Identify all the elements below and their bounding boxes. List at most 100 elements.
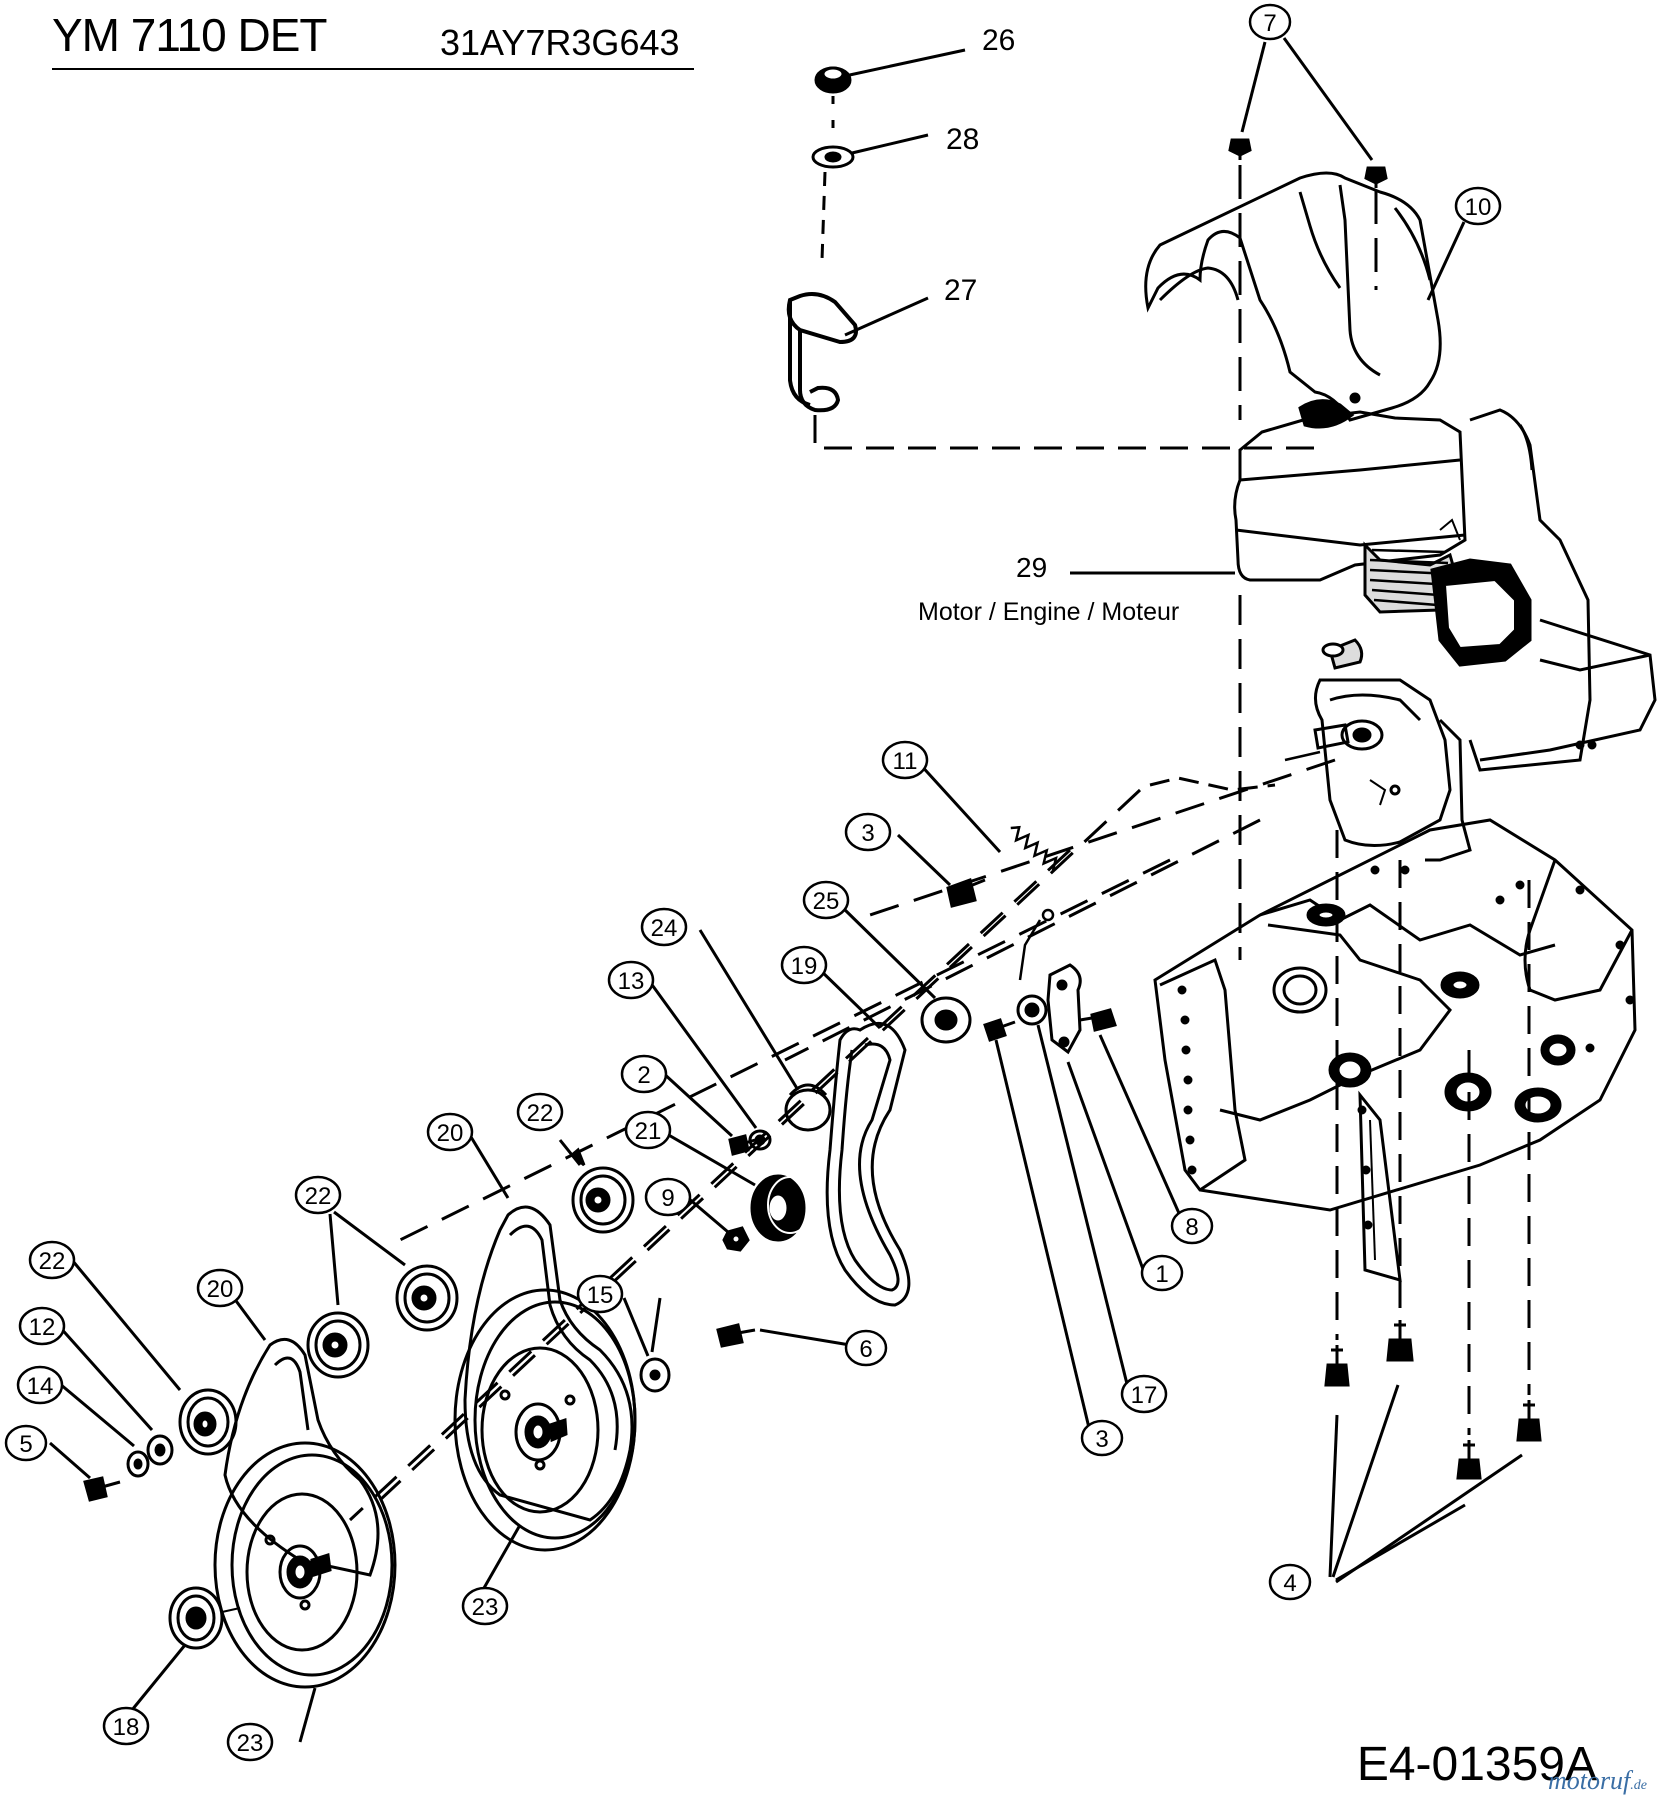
pulley-half-22-mid-right <box>395 1264 459 1332</box>
leader-17 <box>1036 1024 1130 1389</box>
callout-1: 1 <box>1140 1254 1184 1292</box>
callout-20-upper: 20 <box>426 1112 474 1152</box>
bolt-5 <box>83 1476 121 1502</box>
svg-text:13: 13 <box>618 968 645 995</box>
bolt-3-upper <box>946 878 986 908</box>
svg-text:18: 18 <box>113 1714 140 1741</box>
callout-15: 15 <box>576 1274 624 1314</box>
watermark-logo: motoruf.de <box>1548 1766 1647 1796</box>
leader-24 <box>698 929 800 1091</box>
svg-text:14: 14 <box>27 1373 54 1400</box>
leader-1 <box>1066 1061 1146 1273</box>
svg-text:2: 2 <box>637 1062 650 1089</box>
leader-7a <box>1240 41 1267 133</box>
svg-text:1: 1 <box>1155 1261 1168 1288</box>
engine-29 <box>1233 392 1657 862</box>
washer-14 <box>126 1450 150 1478</box>
svg-text:9: 9 <box>661 1185 674 1212</box>
idler-bracket-1 <box>1046 963 1082 1055</box>
d-handle-27 <box>786 292 858 413</box>
leader-25 <box>840 905 937 1000</box>
leader-27 <box>844 296 929 337</box>
svg-text:3: 3 <box>1095 1426 1108 1453</box>
callout-4: 4 <box>1268 1563 1312 1601</box>
leader-23-lower <box>298 1687 317 1743</box>
leader-28 <box>851 133 929 155</box>
svg-text:17: 17 <box>1131 1382 1158 1409</box>
pulley-23-middle <box>453 1288 637 1552</box>
callout-18: 18 <box>102 1706 150 1746</box>
leader-5 <box>49 1441 91 1480</box>
bolts-4 <box>1324 1320 1542 1480</box>
nut-26 <box>814 66 852 94</box>
leader-10 <box>1426 221 1466 301</box>
svg-text:3: 3 <box>861 820 874 847</box>
callout-9: 9 <box>644 1177 692 1217</box>
callout-3-upper: 3 <box>844 812 892 852</box>
callout-12: 12 <box>18 1306 66 1346</box>
svg-text:21: 21 <box>635 1118 662 1145</box>
bolt-8 <box>1079 1008 1117 1032</box>
callout-11: 11 <box>881 740 929 780</box>
leader-21 <box>659 1128 756 1187</box>
callout-23-lower: 23 <box>226 1722 274 1762</box>
leader-9 <box>687 1196 729 1234</box>
leader-18 <box>130 1644 187 1711</box>
leader-15b <box>650 1297 662 1353</box>
leader-13 <box>648 981 758 1129</box>
callout-22-mid: 22 <box>294 1175 342 1215</box>
pulley-half-22-upper <box>571 1166 635 1234</box>
leader-4 <box>1328 1384 1523 1584</box>
watermark-tld: .de <box>1630 1778 1647 1793</box>
leader-20-upper <box>466 1131 510 1199</box>
callout-19: 19 <box>780 945 828 985</box>
axis-4 <box>1335 830 1531 1435</box>
belt-20-upper <box>463 1205 634 1522</box>
leader-3-lower <box>994 1039 1092 1433</box>
diagram-id: E4-01359A <box>1356 1738 1597 1791</box>
hub-18 <box>168 1586 241 1650</box>
pulley-23-lower <box>213 1441 397 1689</box>
watermark-main: motoruf <box>1547 1766 1631 1795</box>
pulley-21 <box>750 1174 813 1242</box>
svg-text:22: 22 <box>39 1248 66 1275</box>
callout-24: 24 <box>640 907 688 947</box>
callout-6: 6 <box>844 1329 888 1367</box>
callout-13: 13 <box>607 960 655 1000</box>
callout-2: 2 <box>620 1054 668 1094</box>
bolt-7-left <box>1228 138 1252 160</box>
washer-12 <box>146 1434 174 1466</box>
leader-12 <box>56 1323 154 1432</box>
leader-8 <box>1098 1034 1184 1221</box>
serial-number: 31AY7R3G643 <box>440 22 680 63</box>
leader-22-mid-a <box>328 1213 340 1306</box>
pulley-half-22-mid-left <box>306 1311 370 1379</box>
screw-2 <box>728 1134 756 1156</box>
axis-28-27 <box>820 171 827 261</box>
idler-pulley-25 <box>920 996 972 1044</box>
engine-label: Motor / Engine / Moteur <box>918 598 1180 626</box>
leader-22-mid-b <box>333 1210 406 1267</box>
leader-19 <box>816 966 882 1030</box>
washer-28 <box>811 145 855 169</box>
svg-text:12: 12 <box>29 1314 56 1341</box>
callout-27: 27 <box>944 274 977 307</box>
callout-21: 21 <box>624 1110 672 1150</box>
svg-text:20: 20 <box>207 1276 234 1303</box>
leader-14 <box>59 1382 135 1448</box>
svg-text:11: 11 <box>893 748 918 775</box>
callout-10: 10 <box>1454 186 1502 226</box>
callout-20-lower: 20 <box>196 1268 244 1308</box>
nut-9 <box>722 1226 750 1252</box>
callout-28: 28 <box>946 123 979 156</box>
belt-20-lower <box>223 1337 380 1577</box>
leader-26 <box>844 48 966 78</box>
washer-17 <box>1016 994 1048 1026</box>
washer-15 <box>639 1357 671 1393</box>
svg-text:22: 22 <box>527 1100 554 1127</box>
callout-22-left: 22 <box>28 1240 76 1280</box>
arrow-22-upper <box>569 1147 586 1167</box>
spring-11 <box>1010 825 1058 981</box>
axis-bend <box>1149 776 1276 792</box>
model-title: YM 7110 DET <box>52 9 327 61</box>
